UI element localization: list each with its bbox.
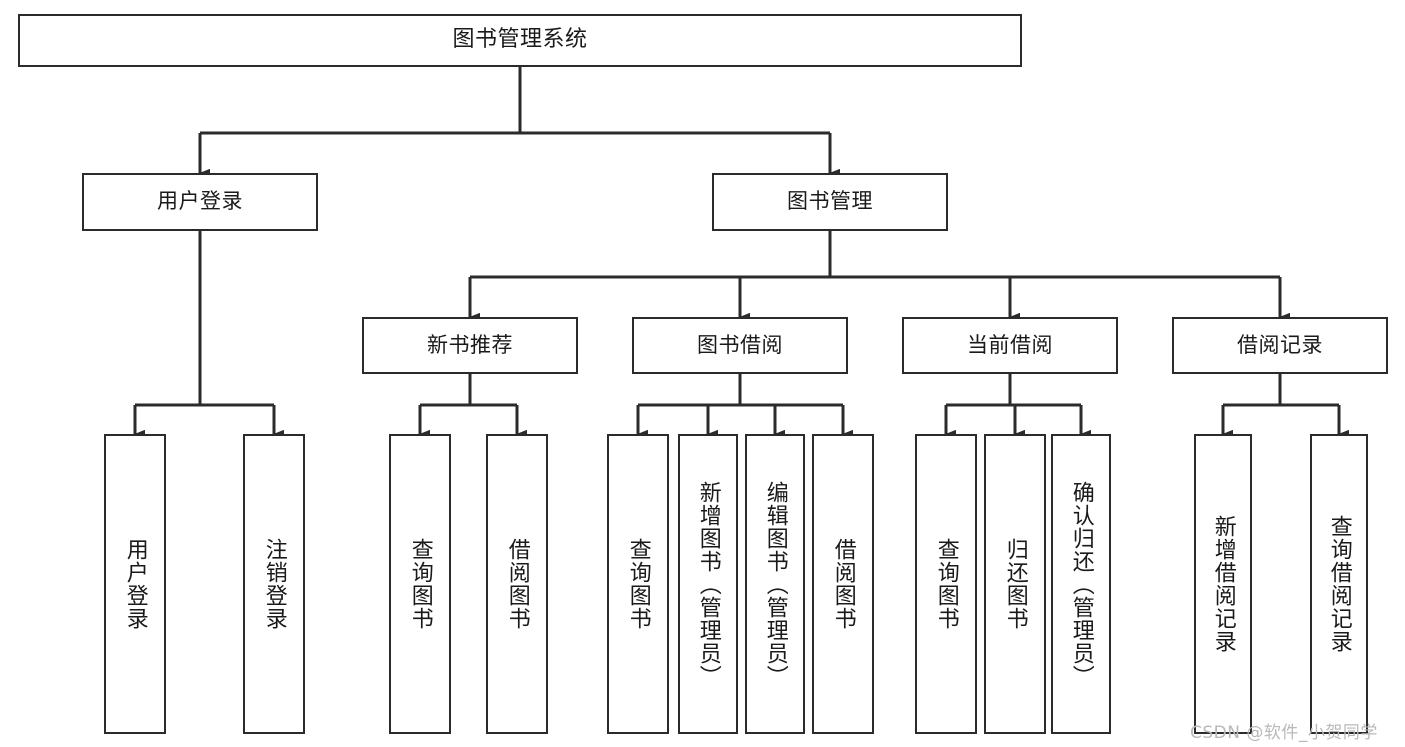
node-label-leaf-user-logout: 注销登录 [261, 538, 287, 630]
node-label-leaf-query-record: 查询借阅记录 [1326, 515, 1352, 653]
node-borrow-record[interactable]: 借阅记录 [1172, 317, 1388, 374]
node-leaf-query-book-2[interactable]: 查询图书 [607, 434, 669, 734]
node-label-leaf-return-book: 归还图书 [1002, 538, 1028, 630]
node-leaf-borrow-book-2[interactable]: 借阅图书 [812, 434, 874, 734]
node-label-leaf-query-book-3: 查询图书 [933, 538, 959, 630]
node-leaf-return-book[interactable]: 归还图书 [984, 434, 1046, 734]
node-leaf-user-logout[interactable]: 注销登录 [243, 434, 305, 734]
node-leaf-edit-book[interactable]: 编辑图书（管理员） [745, 434, 805, 734]
node-label-book-manage: 图书管理 [787, 189, 873, 214]
node-label-current-borrow: 当前借阅 [967, 332, 1053, 357]
node-leaf-borrow-book-1[interactable]: 借阅图书 [486, 434, 548, 734]
node-label-leaf-query-book-2: 查询图书 [625, 538, 651, 630]
node-leaf-query-record[interactable]: 查询借阅记录 [1310, 434, 1368, 734]
node-label-root: 图书管理系统 [452, 27, 588, 53]
node-label-leaf-add-record: 新增借阅记录 [1210, 515, 1236, 653]
edge-group [133, 67, 1349, 439]
node-label-leaf-add-book: 新增图书（管理员） [695, 480, 721, 688]
node-label-new-book-rec: 新书推荐 [427, 332, 513, 357]
node-book-manage[interactable]: 图书管理 [712, 173, 948, 231]
node-leaf-confirm-return[interactable]: 确认归还（管理员） [1051, 434, 1111, 734]
node-label-leaf-confirm-return: 确认归还（管理员） [1068, 480, 1094, 688]
node-leaf-query-book-1[interactable]: 查询图书 [389, 434, 451, 734]
node-label-leaf-query-book-1: 查询图书 [407, 538, 433, 630]
node-leaf-user-login[interactable]: 用户登录 [104, 434, 166, 734]
node-label-leaf-user-login: 用户登录 [122, 538, 148, 630]
node-leaf-query-book-3[interactable]: 查询图书 [915, 434, 977, 734]
node-current-borrow[interactable]: 当前借阅 [902, 317, 1118, 374]
node-leaf-add-book[interactable]: 新增图书（管理员） [678, 434, 738, 734]
node-leaf-add-record[interactable]: 新增借阅记录 [1194, 434, 1252, 734]
node-label-leaf-borrow-book-2: 借阅图书 [830, 538, 856, 630]
node-label-book-borrow: 图书借阅 [697, 332, 783, 357]
node-label-user-login: 用户登录 [157, 189, 243, 214]
node-label-leaf-borrow-book-1: 借阅图书 [504, 538, 530, 630]
node-label-leaf-edit-book: 编辑图书（管理员） [762, 480, 788, 688]
node-user-login[interactable]: 用户登录 [82, 173, 318, 231]
node-new-book-rec[interactable]: 新书推荐 [362, 317, 578, 374]
node-book-borrow[interactable]: 图书借阅 [632, 317, 848, 374]
node-label-borrow-record: 借阅记录 [1237, 332, 1323, 357]
node-root[interactable]: 图书管理系统 [18, 14, 1022, 67]
